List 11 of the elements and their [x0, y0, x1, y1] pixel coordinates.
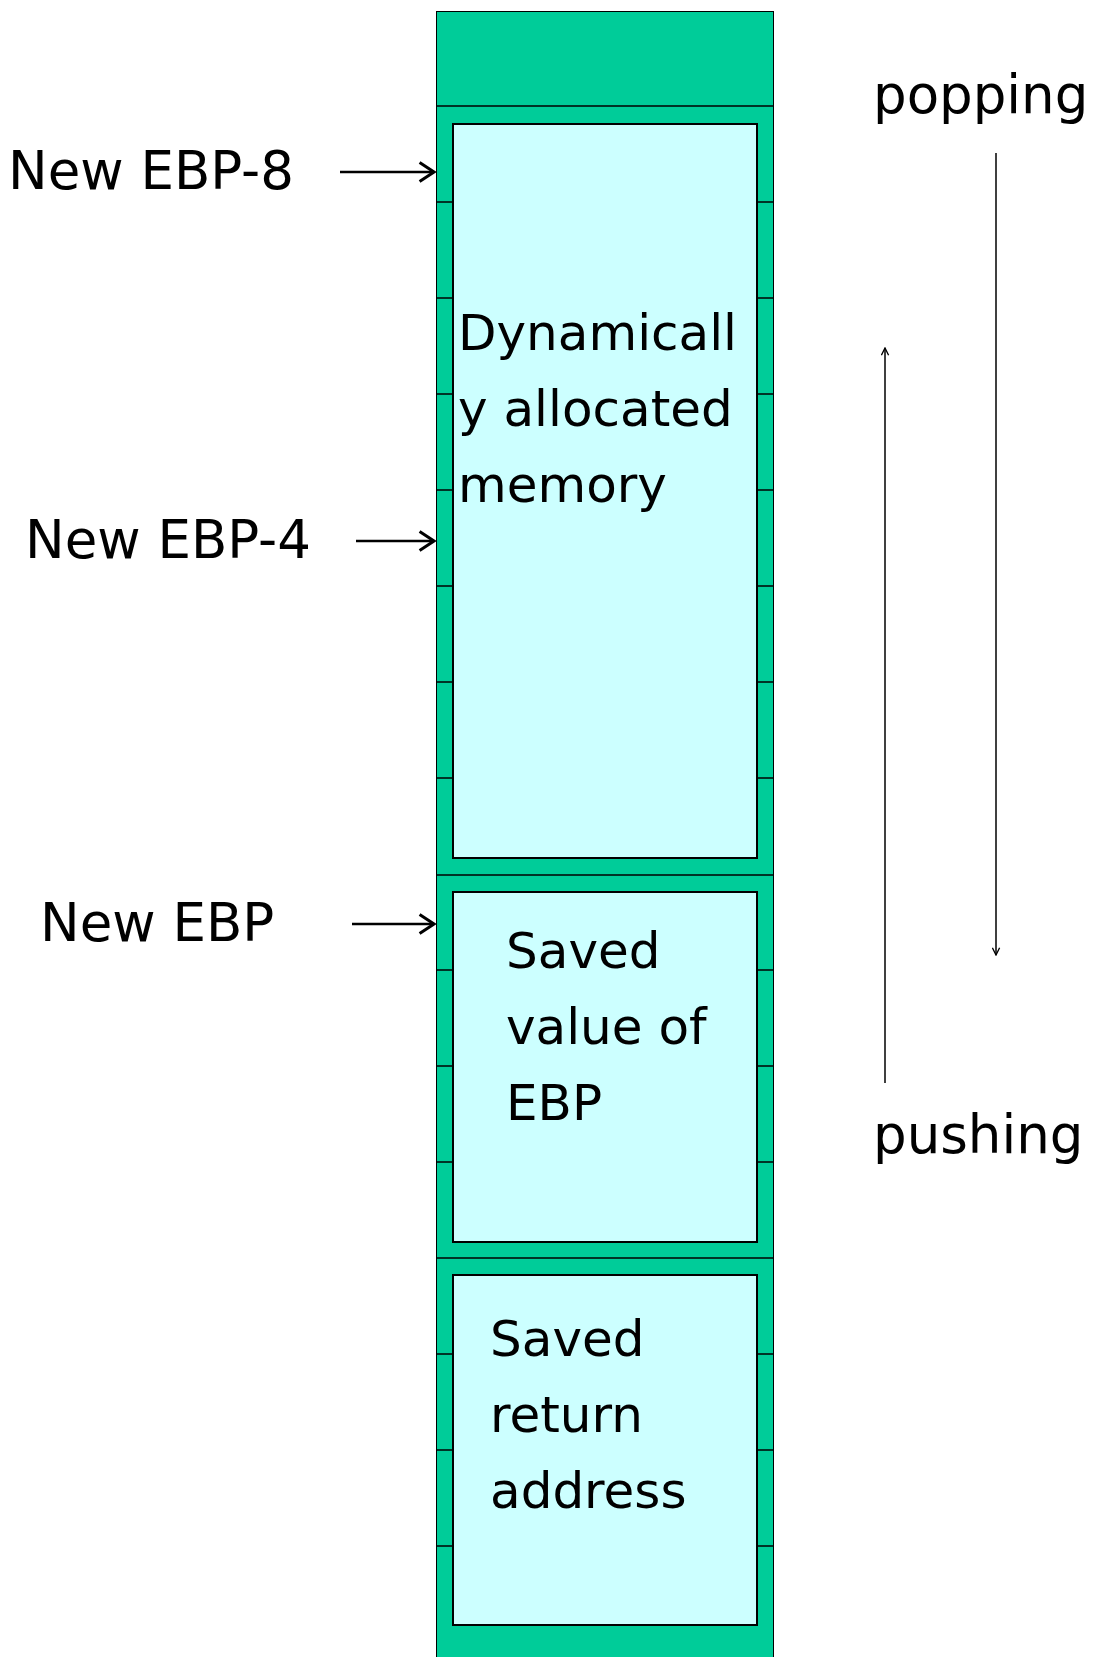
arrow: [356, 529, 436, 553]
pointer-label: New EBP-8: [8, 136, 328, 206]
pointer-label: New EBP-4: [25, 505, 345, 575]
arrow: [352, 912, 436, 936]
memory-slot: Dynamically allocated memory: [452, 123, 758, 859]
direction-label: popping: [873, 63, 1089, 127]
memory-slot: Saved return address: [452, 1274, 758, 1626]
memory-slot: Saved value of EBP: [452, 891, 758, 1243]
direction-label: pushing: [873, 1103, 1084, 1167]
arrow: [340, 160, 436, 184]
pointer-label: New EBP: [40, 888, 330, 958]
